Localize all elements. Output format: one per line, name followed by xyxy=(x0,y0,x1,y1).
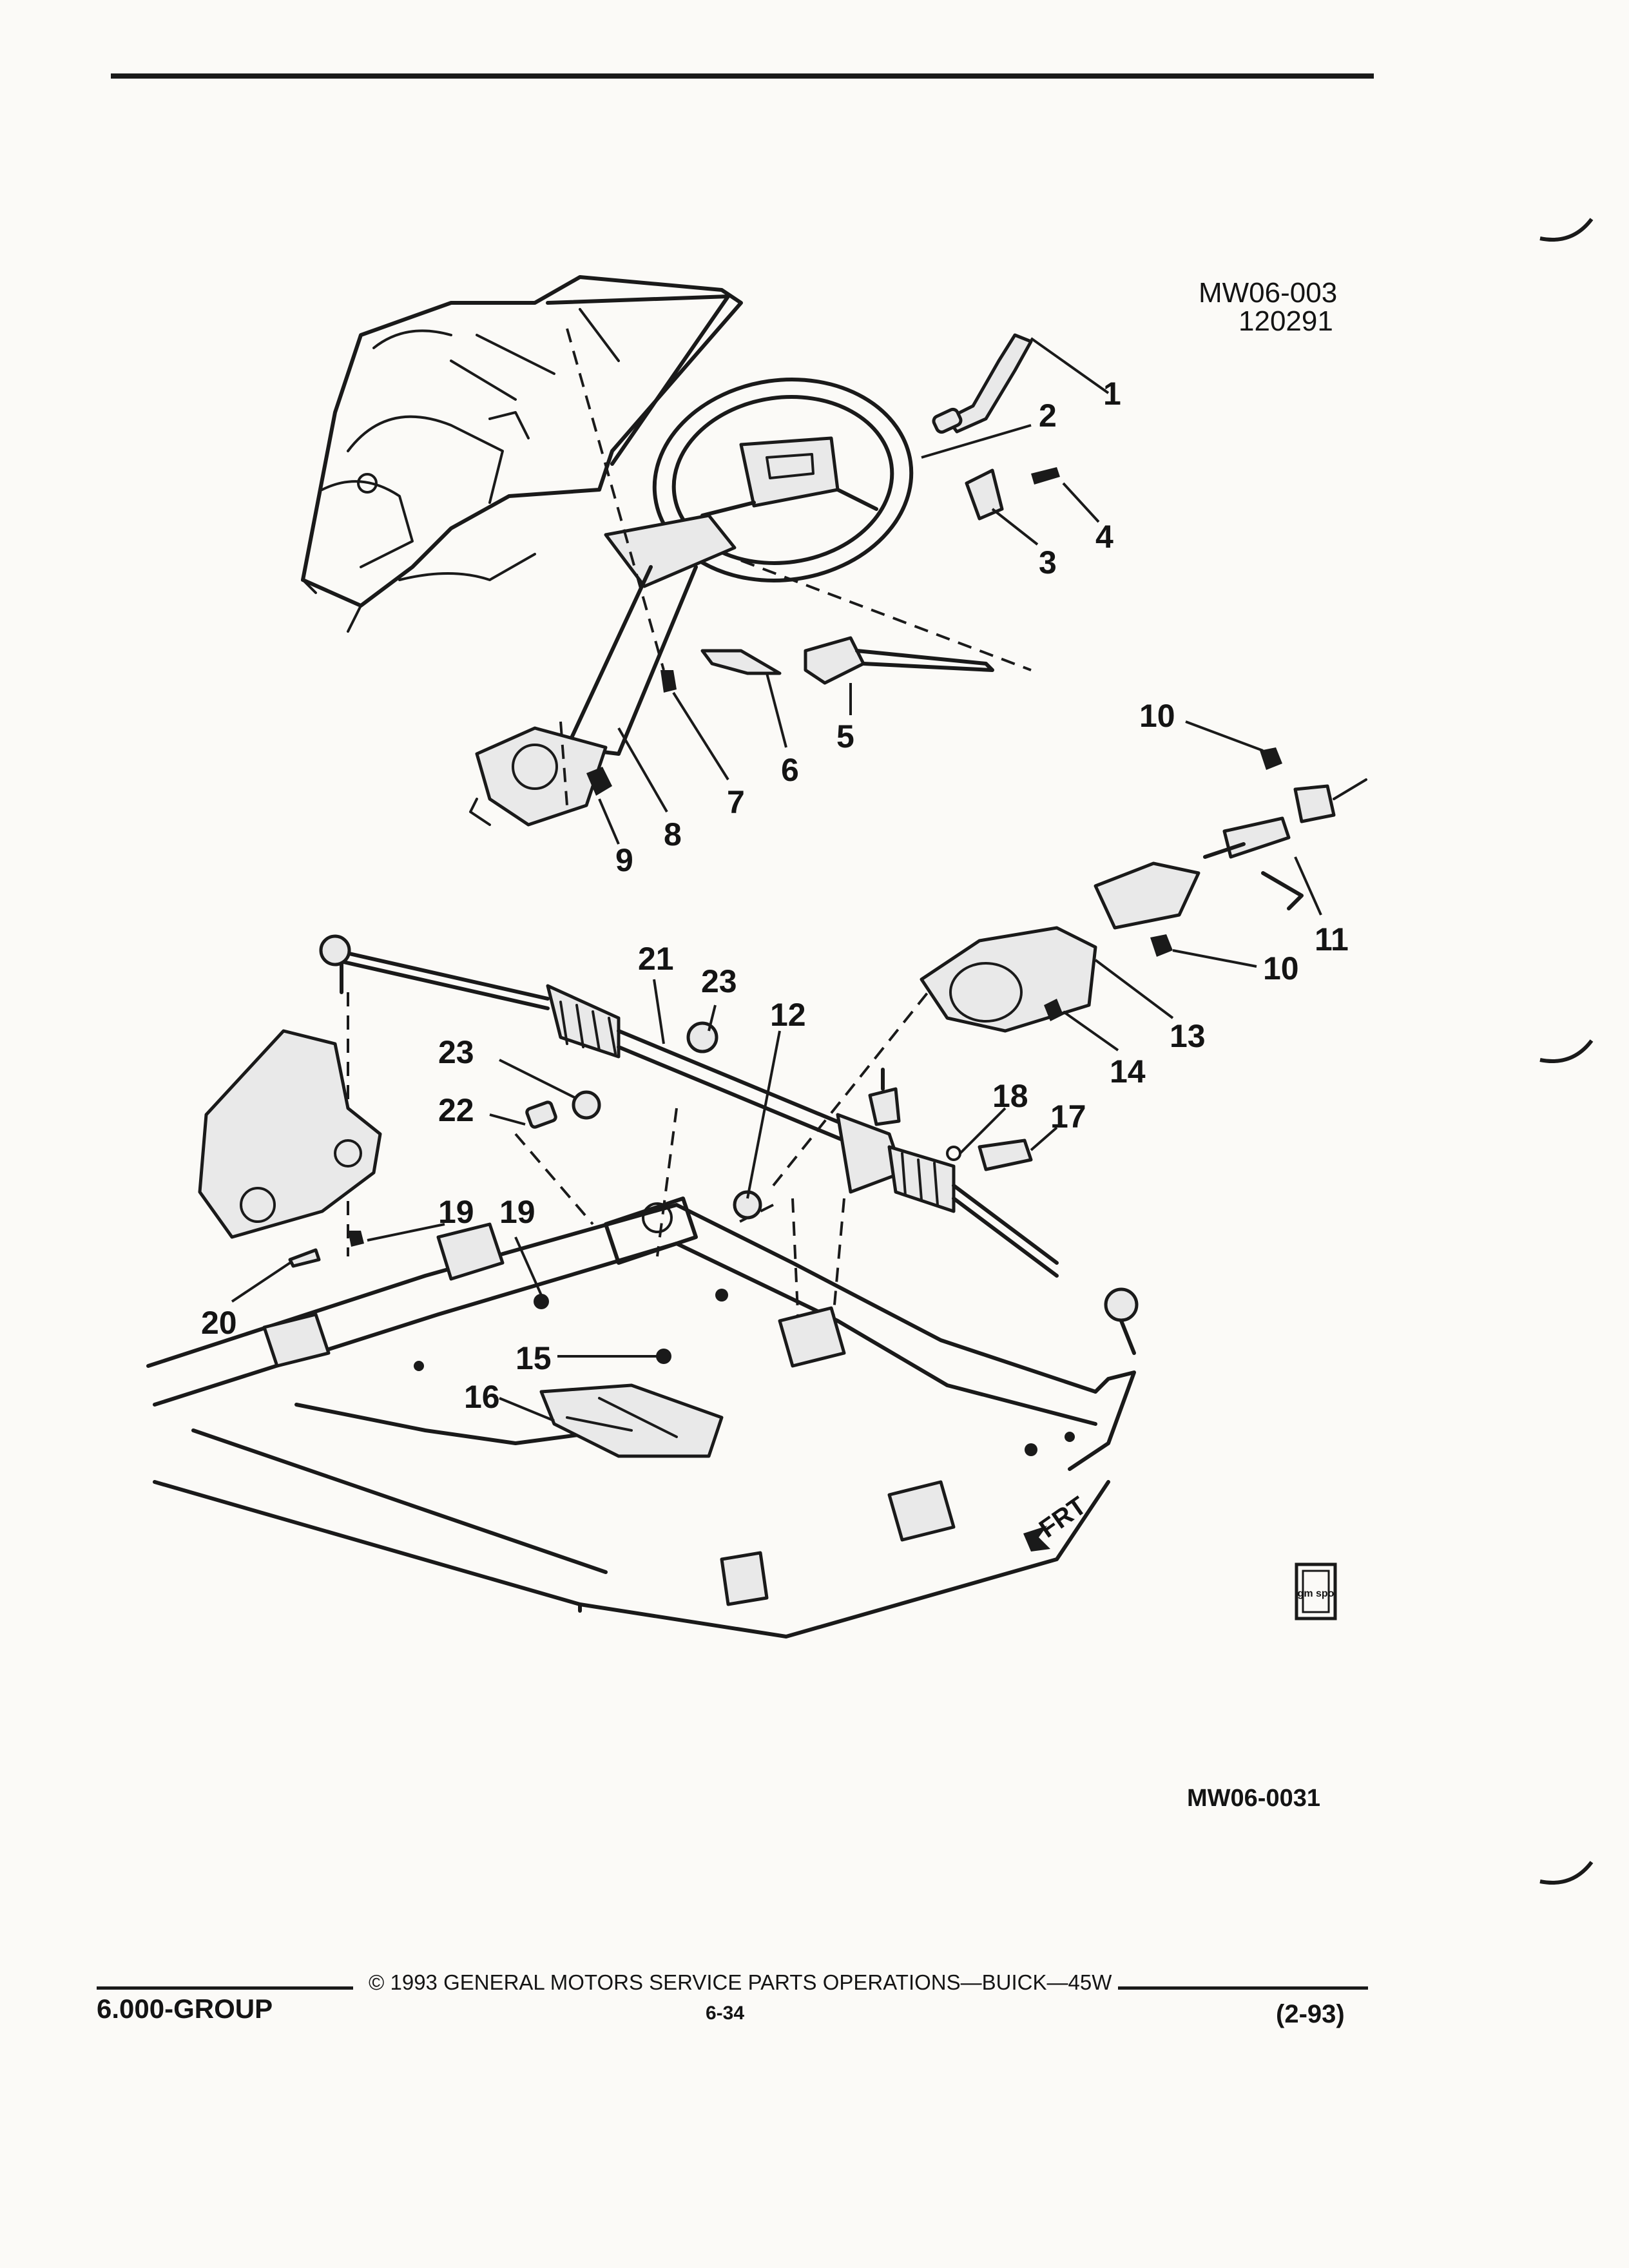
figure-number: MW06-0031 xyxy=(1187,1785,1320,1812)
bushing-23-upper xyxy=(686,1021,718,1053)
callout-18: 18 xyxy=(992,1078,1028,1114)
rack-and-pinion xyxy=(319,934,1139,1355)
callout-11: 11 xyxy=(1315,921,1349,957)
callout-1: 1 xyxy=(1103,376,1121,412)
callout-19-left: 19 xyxy=(438,1194,474,1230)
front-indicator: FRT xyxy=(1034,1492,1092,1544)
callout-19-right: 19 xyxy=(499,1194,535,1230)
svg-text:gm spo: gm spo xyxy=(1298,1588,1335,1599)
callout-15: 15 xyxy=(516,1340,552,1376)
insulator-22 xyxy=(525,1100,557,1129)
footer-group: 6.000-GROUP xyxy=(97,1994,273,2024)
callout-2: 2 xyxy=(1039,398,1057,434)
bushing-23-lower xyxy=(572,1090,601,1120)
gm-spo-logo: gm spo xyxy=(1295,1562,1337,1620)
callout-14: 14 xyxy=(1110,1053,1146,1090)
o-ring-18 xyxy=(946,1146,961,1161)
turn-signal-switch xyxy=(804,636,865,685)
callout-10-lower: 10 xyxy=(1263,950,1299,986)
steering-wheel xyxy=(652,378,914,582)
intermediate-shaft xyxy=(1094,747,1367,957)
front-crossmember xyxy=(146,1196,1136,1639)
instrument-panel xyxy=(301,275,743,633)
footer-page-number: 6-34 xyxy=(706,2003,745,2024)
callout-20: 20 xyxy=(201,1305,237,1341)
figure-date-code: 120291 xyxy=(1239,305,1333,337)
nut-19-left xyxy=(348,1231,364,1247)
lower-bolt xyxy=(586,767,612,796)
leader-lines xyxy=(231,337,1322,1422)
seal-screw xyxy=(1044,999,1063,1021)
horn-screw xyxy=(1031,467,1060,485)
callout-10-upper: 10 xyxy=(1139,698,1175,734)
front-arrow-icon xyxy=(1023,1526,1050,1552)
cotter-pin-20 xyxy=(288,1248,321,1268)
callout-23-left: 23 xyxy=(438,1034,474,1070)
callout-22: 22 xyxy=(438,1092,474,1128)
footer-revision: (2-93) xyxy=(1276,2000,1345,2028)
footer-rule-left xyxy=(97,1986,353,1990)
footer-rule-right xyxy=(1118,1986,1368,1990)
tilt-lever xyxy=(945,333,1033,434)
callout-4: 4 xyxy=(1095,519,1113,555)
callout-23-right: 23 xyxy=(701,963,737,999)
callout-13: 13 xyxy=(1170,1018,1206,1054)
callout-12: 12 xyxy=(770,997,806,1033)
binder-marks xyxy=(1539,218,1594,1885)
figure-id-code: MW06-003 xyxy=(1199,277,1338,309)
callout-16: 16 xyxy=(464,1379,500,1415)
column-bolt xyxy=(660,670,677,693)
horn-contact xyxy=(965,468,1004,521)
callout-6: 6 xyxy=(781,752,799,788)
pressure-switch xyxy=(978,1139,1033,1171)
callout-21: 21 xyxy=(638,941,674,977)
switch-lever xyxy=(855,649,994,672)
callout-8: 8 xyxy=(664,816,682,852)
callout-7: 7 xyxy=(727,784,745,820)
lever-knob xyxy=(932,407,963,434)
callout-5: 5 xyxy=(836,718,854,754)
heat-shield xyxy=(539,1383,724,1458)
steering-column xyxy=(469,514,737,827)
callout-17: 17 xyxy=(1050,1099,1086,1135)
callout-9: 9 xyxy=(615,842,633,878)
bolt-15 xyxy=(656,1349,671,1364)
callouts: 1 2 3 4 5 6 7 8 9 10 10 11 12 13 14 15 1… xyxy=(201,376,1349,1415)
top-rule xyxy=(111,73,1374,79)
steering-knuckle xyxy=(198,1029,382,1239)
callout-3: 3 xyxy=(1039,544,1057,581)
column-bracket xyxy=(700,649,782,675)
footer-copyright: © 1993 GENERAL MOTORS SERVICE PARTS OPER… xyxy=(369,1970,1112,1994)
